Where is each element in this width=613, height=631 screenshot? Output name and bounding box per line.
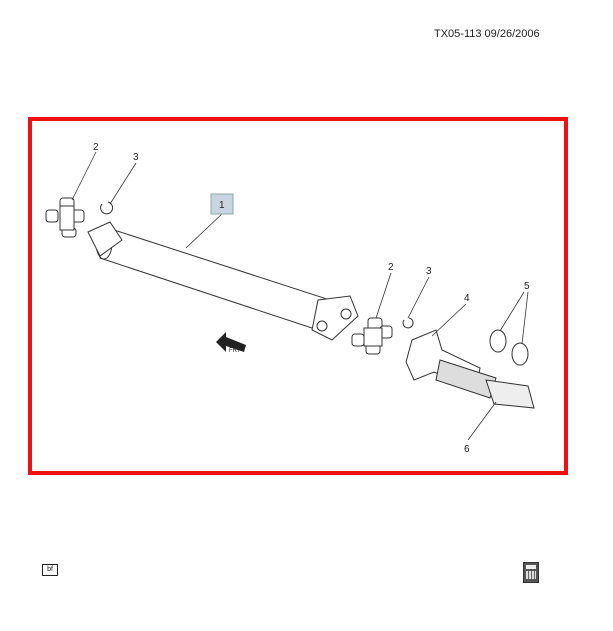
front-arrow-label: FRT bbox=[229, 348, 241, 354]
calculator-icon[interactable] bbox=[523, 562, 539, 583]
callout-5[interactable]: 5 bbox=[524, 281, 530, 292]
driveshaft-tube bbox=[99, 227, 331, 331]
bf-badge[interactable]: bf bbox=[42, 564, 58, 576]
callout-1-box bbox=[210, 193, 234, 215]
callout-2-front[interactable]: 2 bbox=[93, 142, 99, 153]
callout-1[interactable]: 1 bbox=[219, 200, 225, 211]
callout-2-rear[interactable]: 2 bbox=[388, 262, 394, 273]
clamp-2 bbox=[511, 342, 529, 366]
front-snap-ring bbox=[100, 201, 114, 215]
callout-3-front[interactable]: 3 bbox=[133, 152, 139, 163]
document-id: TX05-113 09/26/2006 bbox=[434, 28, 540, 40]
front-yoke bbox=[87, 221, 123, 257]
rear-snap-ring bbox=[402, 317, 414, 329]
callout-3-rear[interactable]: 3 bbox=[426, 266, 432, 277]
front-arrow-icon: FRT bbox=[216, 332, 246, 354]
callout-6[interactable]: 6 bbox=[464, 444, 470, 455]
seal-assembly bbox=[485, 379, 535, 409]
highlight-frame bbox=[28, 117, 568, 475]
rear-yoke bbox=[311, 295, 359, 341]
spline-shaft bbox=[435, 359, 497, 399]
rear-u-joint bbox=[351, 317, 393, 355]
front-u-joint bbox=[45, 197, 85, 238]
clamp-1 bbox=[489, 329, 507, 353]
callout-4[interactable]: 4 bbox=[464, 293, 470, 304]
